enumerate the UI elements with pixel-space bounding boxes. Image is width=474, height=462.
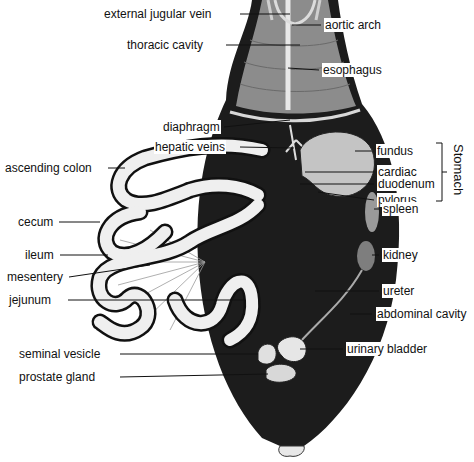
part-label: jejunum — [8, 293, 52, 307]
part-label: fundus — [376, 144, 414, 158]
part-label: mesentery — [6, 270, 64, 284]
part-label: abdominal cavity — [376, 307, 467, 321]
part-label: duodenum — [377, 177, 436, 191]
stomach-shape — [300, 132, 374, 197]
part-label: spleen — [382, 202, 419, 216]
part-label: ureter — [382, 284, 415, 298]
intestines — [99, 145, 262, 340]
part-label: thoracic cavity — [126, 38, 204, 52]
prostate-shape — [266, 364, 296, 382]
aortic-arch-shape — [275, 0, 315, 24]
kidney-shape — [357, 241, 375, 271]
esophagus-shape — [286, 0, 291, 110]
part-label: cecum — [17, 215, 54, 229]
scrotum-shape — [279, 446, 305, 456]
bracket — [436, 143, 447, 201]
part-label: ileum — [24, 248, 55, 262]
part-label: aortic arch — [324, 18, 382, 32]
part-label: prostate gland — [18, 370, 96, 384]
part-label: external jugular vein — [103, 7, 212, 21]
part-label: esophagus — [322, 63, 383, 77]
part-label: ascending colon — [4, 161, 93, 175]
ureter-shape — [300, 270, 362, 342]
part-label: urinary bladder — [346, 342, 428, 356]
part-label: diaphragm — [162, 120, 221, 134]
jugular-shape — [268, 0, 320, 20]
diaphragm-shape — [230, 110, 360, 121]
part-label: hepatic veins — [154, 140, 226, 154]
part-label: seminal vesicle — [18, 347, 101, 361]
vesicle-shape — [258, 344, 276, 364]
group-label: Stomach — [451, 143, 465, 196]
part-label: kidney — [382, 248, 419, 262]
